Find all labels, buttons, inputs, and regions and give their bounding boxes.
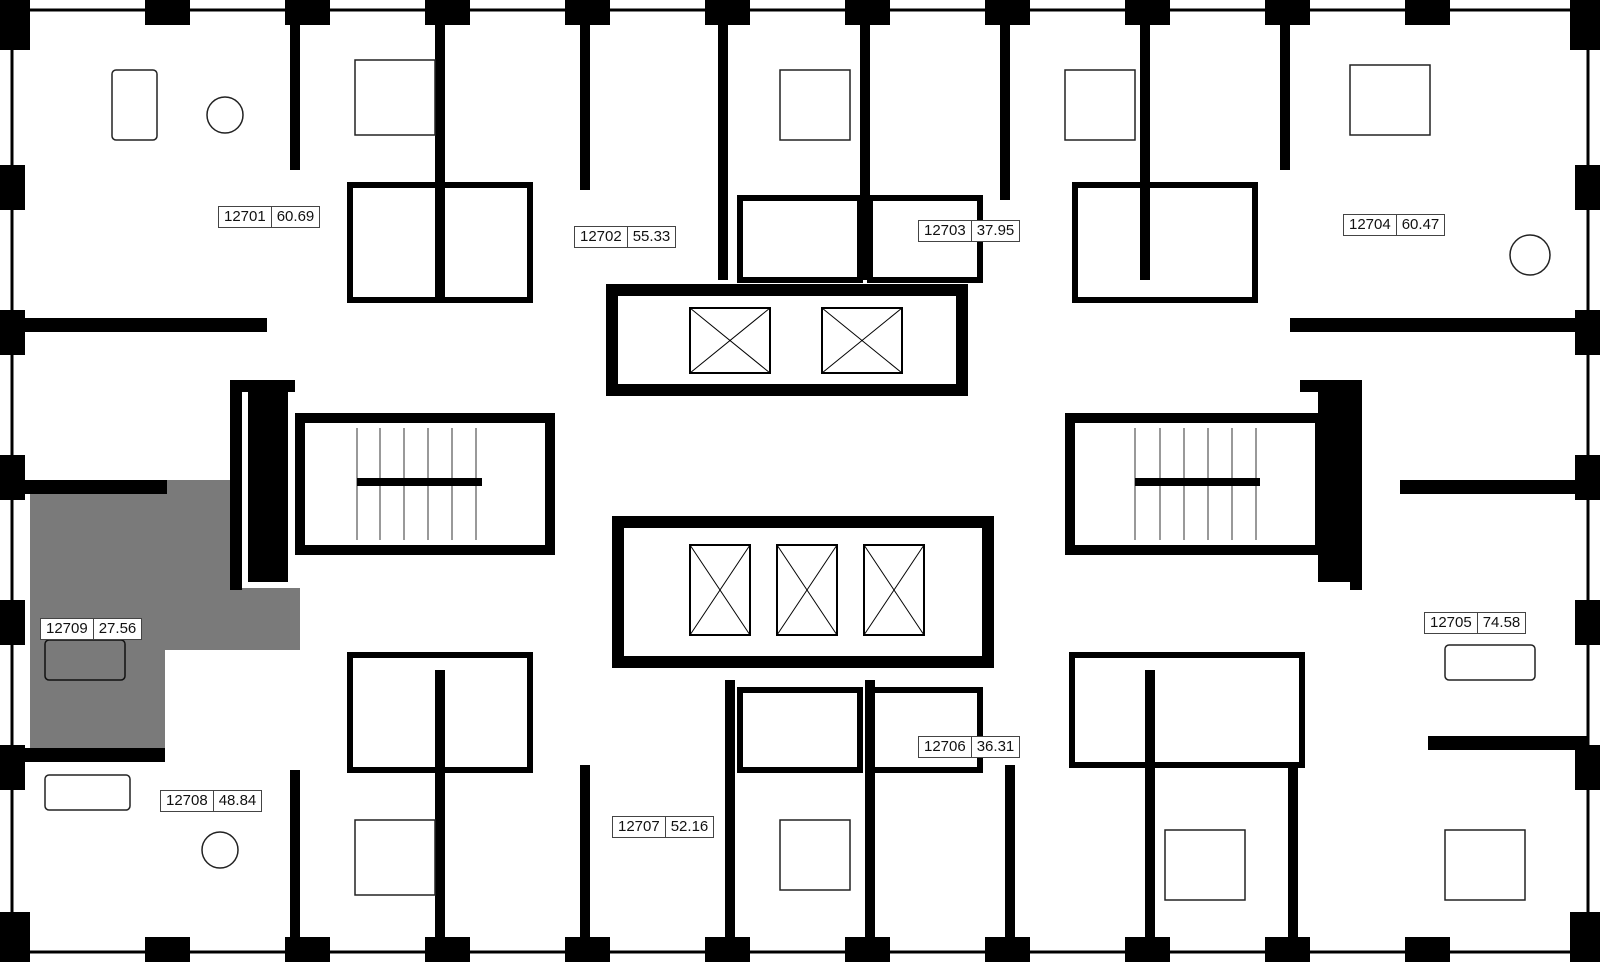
apartment-label-12707[interactable]: 12707 52.16 <box>612 816 715 838</box>
apartment-label-12705[interactable]: 12705 74.58 <box>1424 612 1527 634</box>
sofa-icon <box>1444 644 1536 681</box>
bed-icon <box>1064 69 1136 141</box>
apartment-label-12704[interactable]: 12704 60.47 <box>1343 214 1446 236</box>
bed-icon <box>1444 829 1526 901</box>
apartment-area: 36.31 <box>976 738 1015 755</box>
partition-walls <box>290 20 1298 940</box>
sofa-icon <box>44 639 126 681</box>
sofa-icon <box>111 69 158 141</box>
apartment-number: 12703 <box>919 221 972 241</box>
apartment-area: 37.95 <box>976 222 1015 239</box>
apartment-number: 12702 <box>575 227 628 247</box>
apartment-label-12706[interactable]: 12706 36.31 <box>918 736 1021 758</box>
apartment-number: 12709 <box>41 619 94 639</box>
bed-icon <box>354 59 436 136</box>
apartment-number: 12707 <box>613 817 666 837</box>
stairwell-right <box>1065 413 1325 555</box>
apartment-number: 12706 <box>919 737 972 757</box>
apartment-label-12709[interactable]: 12709 27.56 <box>40 618 143 640</box>
bed-icon <box>1164 829 1246 901</box>
core-side-blocks <box>248 392 1358 582</box>
apartment-area: 52.16 <box>670 818 709 835</box>
apartment-number: 12704 <box>1344 215 1397 235</box>
sofa-icon <box>44 774 131 811</box>
bed-icon <box>779 819 851 891</box>
bed-icon <box>779 69 851 141</box>
apartment-area: 74.58 <box>1482 614 1521 631</box>
apartment-area: 55.33 <box>632 228 671 245</box>
apartment-label-12703[interactable]: 12703 37.95 <box>918 220 1021 242</box>
apartment-label-12708[interactable]: 12708 48.84 <box>160 790 263 812</box>
stairwell-left <box>295 413 555 555</box>
apartment-area: 27.56 <box>98 620 137 637</box>
bed-icon <box>1349 64 1431 136</box>
apartment-area: 60.47 <box>1401 216 1440 233</box>
apartment-number: 12705 <box>1425 613 1478 633</box>
bed-icon <box>354 819 436 896</box>
wet-rooms <box>347 182 1305 773</box>
corridor-walls <box>12 318 1588 762</box>
apartment-area: 48.84 <box>218 792 257 809</box>
furniture <box>44 59 1551 901</box>
apartment-number: 12708 <box>161 791 214 811</box>
apartment-area: 60.69 <box>276 208 315 225</box>
apartment-label-12701[interactable]: 12701 60.69 <box>218 206 321 228</box>
elevator-core <box>606 284 994 668</box>
apartment-label-12702[interactable]: 12702 55.33 <box>574 226 677 248</box>
apartment-number: 12701 <box>219 207 272 227</box>
